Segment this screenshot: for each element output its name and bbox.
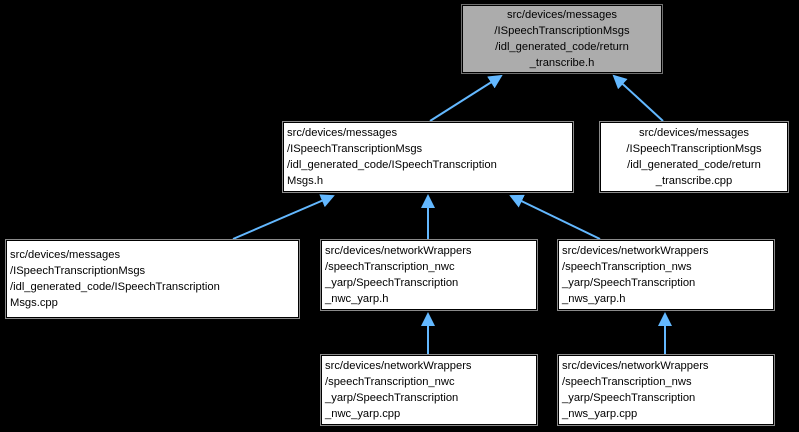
node-label: src/devices/messages /ISpeechTranscripti… — [10, 249, 220, 309]
node-return-transcribe-h[interactable]: src/devices/messages /ISpeechTranscripti… — [462, 5, 662, 73]
node-label: src/devices/networkWrappers /speechTrans… — [325, 245, 472, 305]
node-label: src/devices/messages /ISpeechTranscripti… — [287, 127, 497, 187]
node-label: src/devices/messages /ISpeechTranscripti… — [494, 9, 630, 69]
node-speechtranscription-nwc-yarp-cpp[interactable]: src/devices/networkWrappers /speechTrans… — [321, 355, 537, 425]
node-label: src/devices/messages /ISpeechTranscripti… — [626, 127, 762, 187]
graph-edge — [429, 74, 503, 122]
graph-edge — [232, 194, 335, 240]
node-return-transcribe-cpp[interactable]: src/devices/messages /ISpeechTranscripti… — [600, 122, 788, 192]
node-label: src/devices/networkWrappers /speechTrans… — [562, 245, 709, 305]
node-speechtranscription-nwc-yarp-h[interactable]: src/devices/networkWrappers /speechTrans… — [321, 240, 537, 310]
node-label: src/devices/networkWrappers /speechTrans… — [562, 360, 709, 420]
graph-edge — [509, 194, 601, 240]
node-speechtranscription-nws-yarp-cpp[interactable]: src/devices/networkWrappers /speechTrans… — [558, 355, 774, 425]
node-ispeechtranscriptionmsgs-h[interactable]: src/devices/messages /ISpeechTranscripti… — [283, 122, 573, 192]
graph-edge — [612, 74, 664, 122]
node-label: src/devices/networkWrappers /speechTrans… — [325, 360, 472, 420]
node-speechtranscription-nws-yarp-h[interactable]: src/devices/networkWrappers /speechTrans… — [558, 240, 774, 310]
node-ispeechtranscriptionmsgs-cpp[interactable]: src/devices/messages /ISpeechTranscripti… — [6, 240, 299, 318]
